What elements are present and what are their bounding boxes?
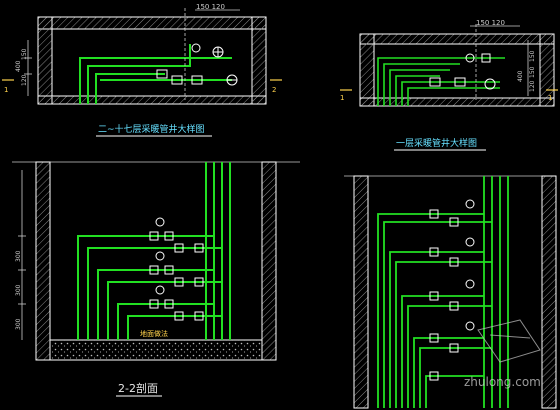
wall-bottom-r [359, 97, 555, 107]
valves-first [429, 53, 496, 90]
risers-section [77, 162, 231, 340]
dim-v-r-2: 150 [529, 66, 536, 78]
title-top-left: 二~十七层采暖管井大样图 [98, 123, 205, 135]
section-mark-left-r: 1 [340, 94, 344, 102]
watermark: zhulong.com [464, 319, 541, 389]
floor-label: 地面做法 [140, 329, 168, 338]
valves-section-r [429, 199, 475, 381]
pipes-first [377, 57, 505, 106]
title-top-right: 一层采暖管井大样图 [396, 137, 477, 149]
dim-v-1: 400 [15, 60, 22, 72]
valves-upper [156, 43, 238, 86]
wall-bottom [37, 95, 267, 105]
floor-slab [49, 339, 263, 361]
plan-upper-floors: 150 120 400 150 120 1 2 二~十七层采暖管井大样图 [2, 3, 282, 137]
pipes-upper [79, 44, 232, 104]
risers-section-r [377, 176, 509, 408]
wall-left-s [35, 161, 51, 361]
wall-right-s [261, 161, 277, 361]
section-2-2: 地面做法 [12, 161, 300, 397]
dim-v-r-1: 150 [529, 50, 536, 62]
dim-s-3: 300 [15, 318, 22, 330]
dim-v-r-3: 120 [529, 80, 536, 92]
dim-s-2: 300 [15, 284, 22, 296]
plan-first-floor: 150 120 150 150 120 400 1 1 一层采暖管井大样图 [340, 19, 558, 151]
dim-v-2: 150 [21, 48, 28, 60]
dim-v-3: 120 [21, 74, 28, 86]
wall-top [37, 16, 267, 30]
wall-left [37, 16, 53, 105]
wall-left-r [359, 33, 375, 107]
valves-section [149, 217, 204, 321]
title-section: 2-2剖面 [118, 381, 158, 395]
watermark-text: zhulong.com [464, 375, 541, 389]
wall-left-s2 [353, 175, 369, 409]
wall-right-s2 [541, 175, 557, 409]
dim-s-1: 300 [15, 250, 22, 262]
section-mark-left: 1 [4, 86, 8, 94]
section-1-1 [344, 175, 557, 409]
wall-top-r [359, 33, 555, 45]
section-mark-right: 2 [272, 86, 276, 94]
dim-top: 150 120 [196, 3, 225, 11]
dim-top-r: 150 120 [476, 19, 505, 27]
wall-right [251, 16, 267, 105]
dim-v-r-4: 400 [517, 70, 524, 82]
section-mark-right-r: 1 [548, 94, 552, 102]
